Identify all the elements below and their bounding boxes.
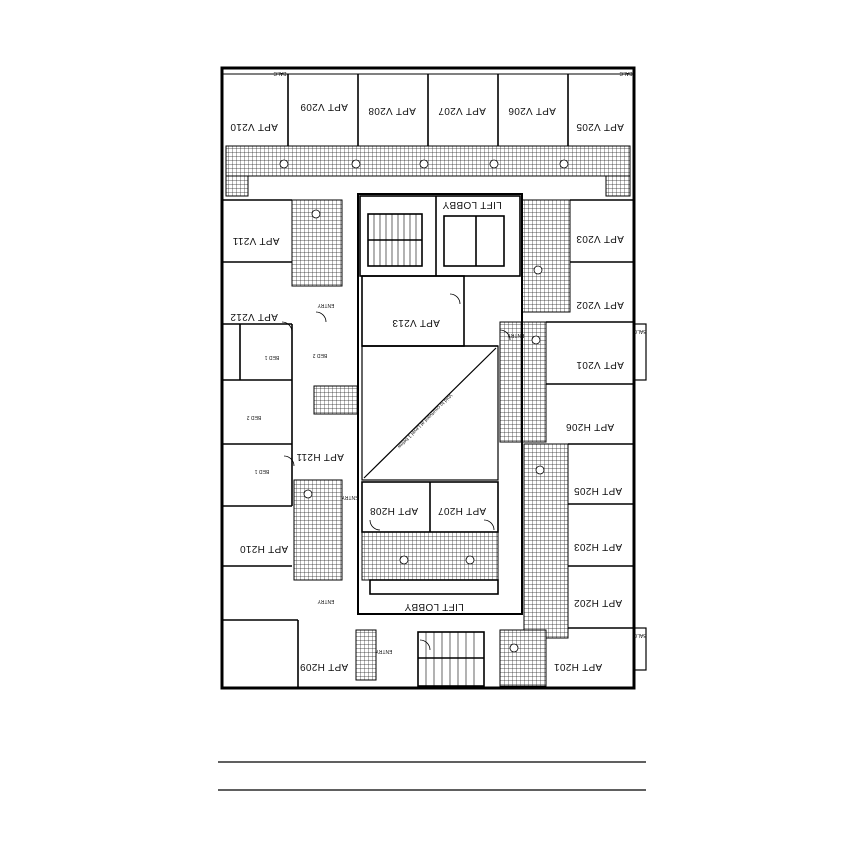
- unit-labels: APT V210 APT V209 APT V208 APT V207 APT …: [230, 101, 624, 672]
- label-apt-v207: APT V207: [438, 105, 486, 116]
- label-bed-2-a: BED 2: [313, 352, 328, 358]
- atrium-void: [361, 345, 499, 481]
- label-bed-1-b: BED 1: [255, 468, 270, 474]
- label-apt-v206: APT V206: [508, 105, 556, 116]
- label-balc-a: BALC: [273, 70, 286, 76]
- label-apt-v205: APT V205: [576, 121, 624, 132]
- label-balc-c: BALC: [633, 328, 646, 334]
- label-apt-v213: APT V213: [392, 317, 440, 328]
- lobby-labels: LIFT LOBBY LIFT LOBBY: [404, 199, 502, 612]
- label-apt-h206: APT H206: [566, 421, 614, 432]
- h207-h208-block: [361, 481, 499, 533]
- fixtures: [279, 159, 569, 653]
- label-apt-h211: APT H211: [296, 451, 344, 462]
- label-apt-v208: APT V208: [368, 105, 416, 116]
- label-balc-d: BALC: [633, 632, 646, 638]
- title-lines: [218, 761, 646, 791]
- upper-stair-treads: [373, 214, 417, 266]
- label-apt-h208: APT H208: [370, 505, 418, 516]
- label-lift-lobby-top: LIFT LOBBY: [442, 199, 502, 210]
- label-apt-v202: APT V202: [576, 299, 624, 310]
- label-apt-v210: APT V210: [230, 121, 278, 132]
- lower-stair-treads: [425, 632, 475, 686]
- label-apt-h202: APT H202: [574, 597, 622, 608]
- label-bed-1-a: BED 1: [265, 354, 280, 360]
- label-apt-h209: APT H209: [300, 661, 348, 672]
- label-apt-v201: APT V201: [576, 359, 624, 370]
- v213-block: [361, 275, 498, 347]
- label-entry-e: ENTRY: [507, 332, 525, 338]
- lower-core: [369, 579, 499, 687]
- label-entry-a: ENTRY: [317, 302, 335, 308]
- label-apt-h205: APT H205: [574, 485, 622, 496]
- label-entry-b: ENTRY: [341, 494, 359, 500]
- atrium-note: Void to courtyard at Level 1 below: [396, 392, 454, 450]
- right-balconies: [633, 323, 647, 671]
- room-labels: BED 1 BED 2 BED 2 BED 1 ENTRY ENTRY ENTR…: [247, 70, 647, 654]
- label-apt-v212: APT V212: [230, 311, 278, 322]
- label-bed-2-b: BED 2: [247, 414, 262, 420]
- label-apt-v203: APT V203: [576, 233, 624, 244]
- label-apt-h201: APT H201: [554, 661, 602, 672]
- label-apt-h203: APT H203: [574, 541, 622, 552]
- label-entry-c: ENTRY: [317, 598, 335, 604]
- label-apt-v211: APT V211: [232, 235, 279, 246]
- label-apt-v209: APT V209: [300, 101, 348, 112]
- label-balc-b: BALC: [619, 70, 632, 76]
- label-apt-h207: APT H207: [438, 505, 486, 516]
- door-swings: [281, 293, 511, 651]
- corridor-ring: [357, 193, 523, 615]
- label-lift-lobby-bottom: LIFT LOBBY: [404, 601, 464, 612]
- label-entry-d: ENTRY: [375, 648, 393, 654]
- label-apt-h210: APT H210: [240, 543, 288, 554]
- unit-partitions: [222, 74, 634, 688]
